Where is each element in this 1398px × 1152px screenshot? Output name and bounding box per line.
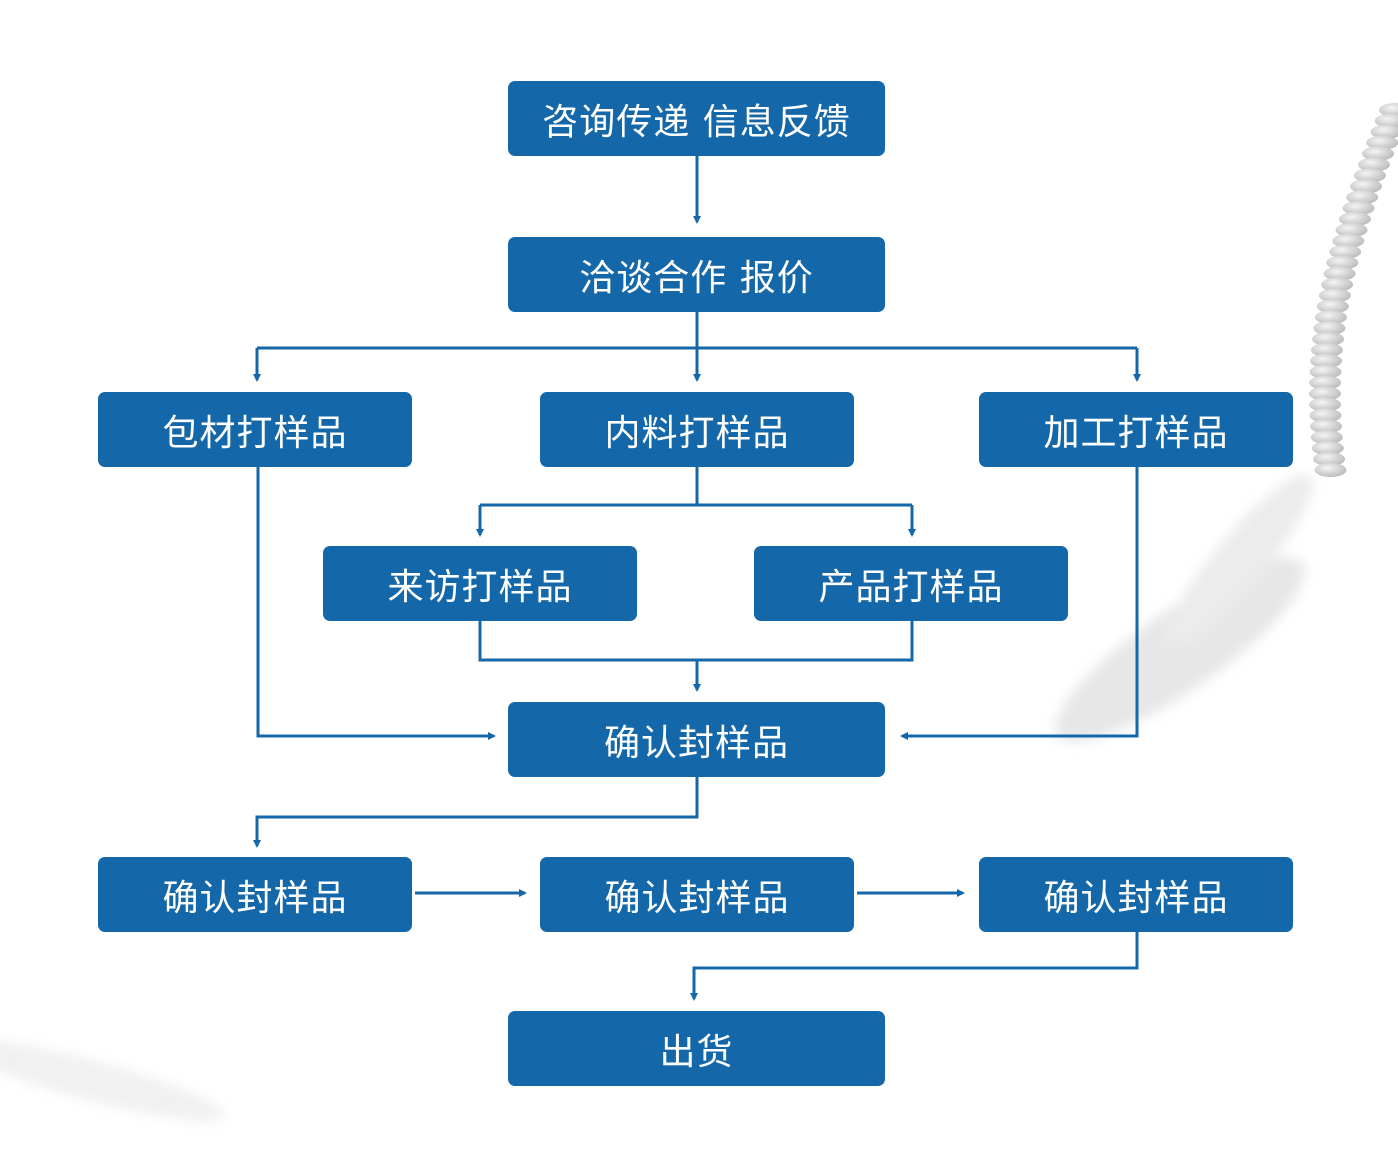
node-negotiate: 洽谈合作 报价 bbox=[508, 237, 885, 312]
dna-bead bbox=[1366, 135, 1398, 150]
dna-bead bbox=[1313, 452, 1346, 467]
dna-bead bbox=[1310, 353, 1343, 368]
dna-bead bbox=[1335, 223, 1368, 237]
dna-bead bbox=[1314, 463, 1347, 477]
node-confirm-seal-2: 确认封样品 bbox=[98, 857, 412, 932]
dna-bead bbox=[1309, 364, 1342, 379]
node-ship: 出货 bbox=[508, 1011, 885, 1086]
dna-bead bbox=[1309, 408, 1342, 423]
dna-bead bbox=[1311, 441, 1344, 456]
line-negotiate-split bbox=[257, 312, 1137, 350]
node-processing-sample: 加工打样品 bbox=[979, 392, 1293, 467]
node-confirm-seal-3: 确认封样品 bbox=[540, 857, 854, 932]
dna-bead bbox=[1379, 103, 1398, 117]
dna-bead bbox=[1332, 233, 1365, 248]
line-merge bbox=[478, 621, 914, 662]
dna-bead bbox=[1321, 277, 1354, 292]
dna-bead bbox=[1338, 212, 1371, 227]
dna-bead bbox=[1309, 397, 1342, 412]
line-content-split bbox=[480, 467, 912, 507]
dna-bead bbox=[1323, 266, 1356, 281]
node-product-sample: 产品打样品 bbox=[754, 546, 1068, 621]
dna-bead bbox=[1350, 179, 1383, 194]
dna-bead bbox=[1315, 310, 1348, 325]
node-confirm-seal: 确认封样品 bbox=[508, 702, 885, 777]
arrow-processing-to-confirm bbox=[900, 467, 1139, 740]
dna-bead bbox=[1312, 332, 1345, 347]
dna-bead bbox=[1374, 113, 1398, 128]
dna-bead bbox=[1316, 299, 1349, 314]
dna-bead bbox=[1357, 157, 1390, 172]
node-confirm-seal-4: 确认封样品 bbox=[979, 857, 1293, 932]
dna-bead bbox=[1326, 255, 1359, 270]
dna-bead bbox=[1346, 190, 1379, 205]
arrow-confirm-to-row bbox=[253, 777, 699, 848]
dna-bead bbox=[1309, 375, 1342, 390]
arrow-packaging-to-confirm bbox=[256, 467, 496, 740]
dna-bead bbox=[1353, 168, 1386, 183]
arrow-to-ship bbox=[690, 932, 1139, 1001]
dna-bead bbox=[1342, 201, 1375, 216]
dna-bead bbox=[1318, 288, 1351, 303]
node-consult: 咨询传递 信息反馈 bbox=[508, 81, 885, 156]
dna-bead bbox=[1310, 343, 1343, 357]
dna-bead bbox=[1310, 430, 1343, 445]
dna-bead bbox=[1309, 419, 1342, 434]
dna-bead bbox=[1308, 386, 1341, 401]
node-packaging-sample: 包材打样品 bbox=[98, 392, 412, 467]
node-content-sample: 内料打样品 bbox=[540, 392, 854, 467]
dna-bead bbox=[1370, 124, 1398, 139]
dna-bead bbox=[1362, 146, 1395, 161]
dna-bead bbox=[1313, 321, 1346, 336]
node-visit-sample: 来访打样品 bbox=[323, 546, 637, 621]
dna-bead bbox=[1329, 244, 1362, 259]
